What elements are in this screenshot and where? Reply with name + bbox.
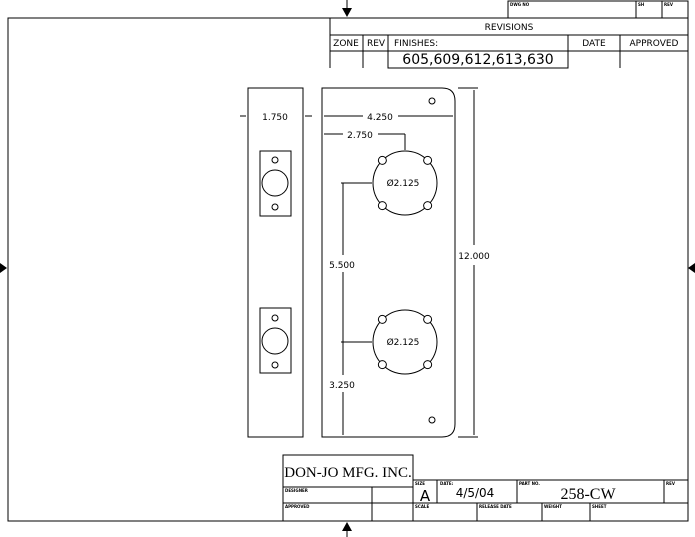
release-date-label: RELEASE DATE bbox=[479, 504, 512, 509]
scale-label: SCALE bbox=[415, 504, 429, 509]
dim-bottom-offset: 3.250 bbox=[329, 381, 355, 391]
rev-header: REV bbox=[367, 39, 386, 49]
dim-hole-spacing: 5.500 bbox=[329, 261, 355, 271]
dim-hole-dia-bottom: Ø2.125 bbox=[387, 337, 420, 348]
zone-header: ZONE bbox=[333, 39, 359, 49]
company-name: DON-JO MFG. INC. bbox=[284, 465, 412, 481]
hole-notch bbox=[423, 201, 433, 211]
size-label: SIZE bbox=[415, 481, 425, 486]
part-no-value: 258-CW bbox=[560, 486, 616, 503]
finishes-value: 605,609,612,613,630 bbox=[402, 52, 553, 68]
hole-notch bbox=[423, 360, 433, 370]
revisions-title: REVISIONS bbox=[485, 23, 534, 33]
hole-top bbox=[372, 150, 438, 216]
hole-notch bbox=[423, 155, 433, 165]
sheet-border bbox=[7, 17, 689, 522]
sheet-label: SHEET bbox=[592, 504, 607, 509]
hole-notch bbox=[377, 201, 387, 211]
dim-hole-dia-top: Ø2.125 bbox=[387, 178, 420, 189]
hole-notch bbox=[377, 360, 387, 370]
part-no-label: PART NO. bbox=[519, 481, 540, 486]
date-header: DATE bbox=[582, 39, 606, 49]
dwg-no-label: DWG NO bbox=[510, 2, 530, 7]
revisions-table: DWG NO SH REV REVISIONS ZONE REV FINISHE… bbox=[329, 0, 689, 69]
designer-label: DESIGNER bbox=[285, 488, 308, 493]
sh-label: SH bbox=[638, 2, 644, 7]
date-value: 4/5/04 bbox=[456, 486, 495, 500]
title-block: DON-JO MFG. INC. DESIGNER APPROVED SIZE … bbox=[282, 454, 688, 521]
approved-header: APPROVED bbox=[630, 39, 679, 49]
front-plate: 4.250 2.750 Ø2.125 Ø2.125 5.500 3.250 12… bbox=[321, 87, 490, 438]
size-value: A bbox=[420, 487, 431, 505]
rev-small-label: REV bbox=[664, 2, 674, 7]
date-label: DATE: bbox=[440, 481, 454, 486]
hole-bottom bbox=[372, 309, 438, 375]
hole-notch bbox=[423, 314, 433, 324]
dim-side-width: 1.750 bbox=[262, 113, 288, 123]
dim-height: 12.000 bbox=[458, 252, 490, 262]
hole-notch bbox=[377, 314, 387, 324]
rev-label: REV bbox=[666, 481, 676, 486]
dim-hole-offset: 2.750 bbox=[347, 131, 373, 141]
finishes-label: FINISHES: bbox=[394, 39, 438, 49]
approved-label: APPROVED bbox=[285, 504, 310, 509]
side-view: 1.750 bbox=[240, 87, 312, 438]
dim-plate-width: 4.250 bbox=[367, 113, 393, 123]
weight-label: WEIGHT bbox=[544, 504, 562, 509]
hole-notch bbox=[377, 155, 387, 165]
